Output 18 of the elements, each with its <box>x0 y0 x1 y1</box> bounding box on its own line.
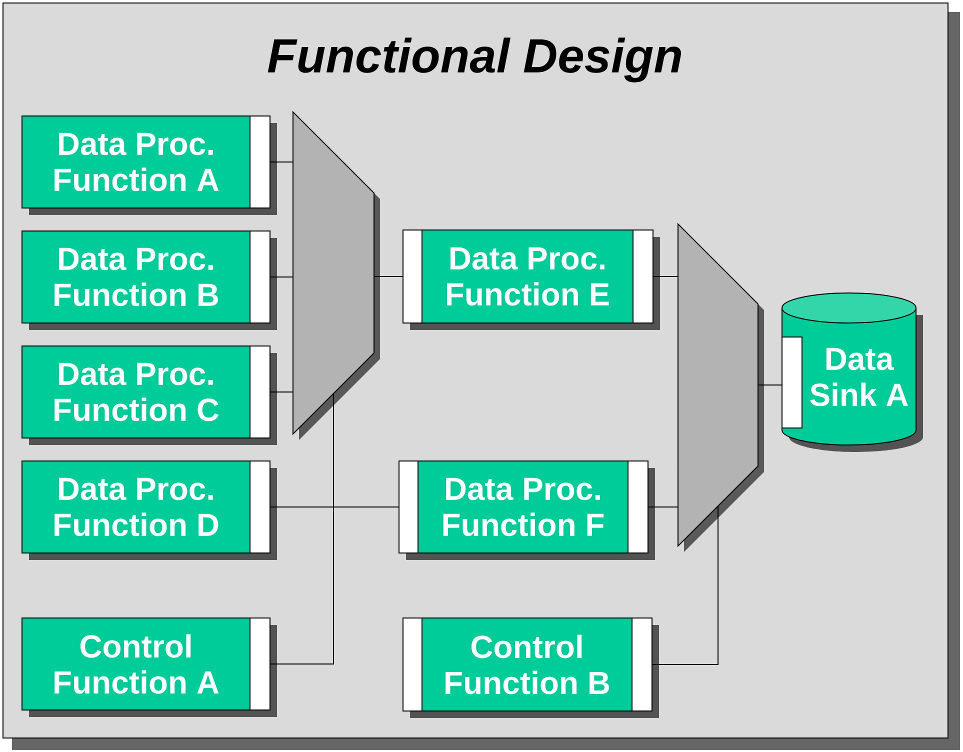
function-box: Data Proc. Function B <box>22 230 277 330</box>
title: Functional Design <box>268 38 681 82</box>
connector-line <box>652 506 718 665</box>
connector-line <box>270 393 334 664</box>
connector-line <box>648 506 678 508</box>
connector-line <box>374 276 403 277</box>
connector-line <box>270 506 399 508</box>
data-cylinder: Data Sink A <box>782 292 923 452</box>
connector-line <box>758 384 782 386</box>
function-box: Control Function A <box>22 618 277 717</box>
connector-line <box>270 276 294 278</box>
function-box: Control Function B <box>402 618 659 718</box>
function-box: Data Proc. Function A <box>22 116 277 215</box>
function-box: Data Proc. Function D <box>22 460 277 560</box>
function-box: Data Proc. Function E <box>402 230 660 330</box>
connector-line <box>653 276 678 277</box>
function-box: Data Proc. Function C <box>22 346 277 445</box>
function-box: Data Proc. Function F <box>398 460 655 560</box>
